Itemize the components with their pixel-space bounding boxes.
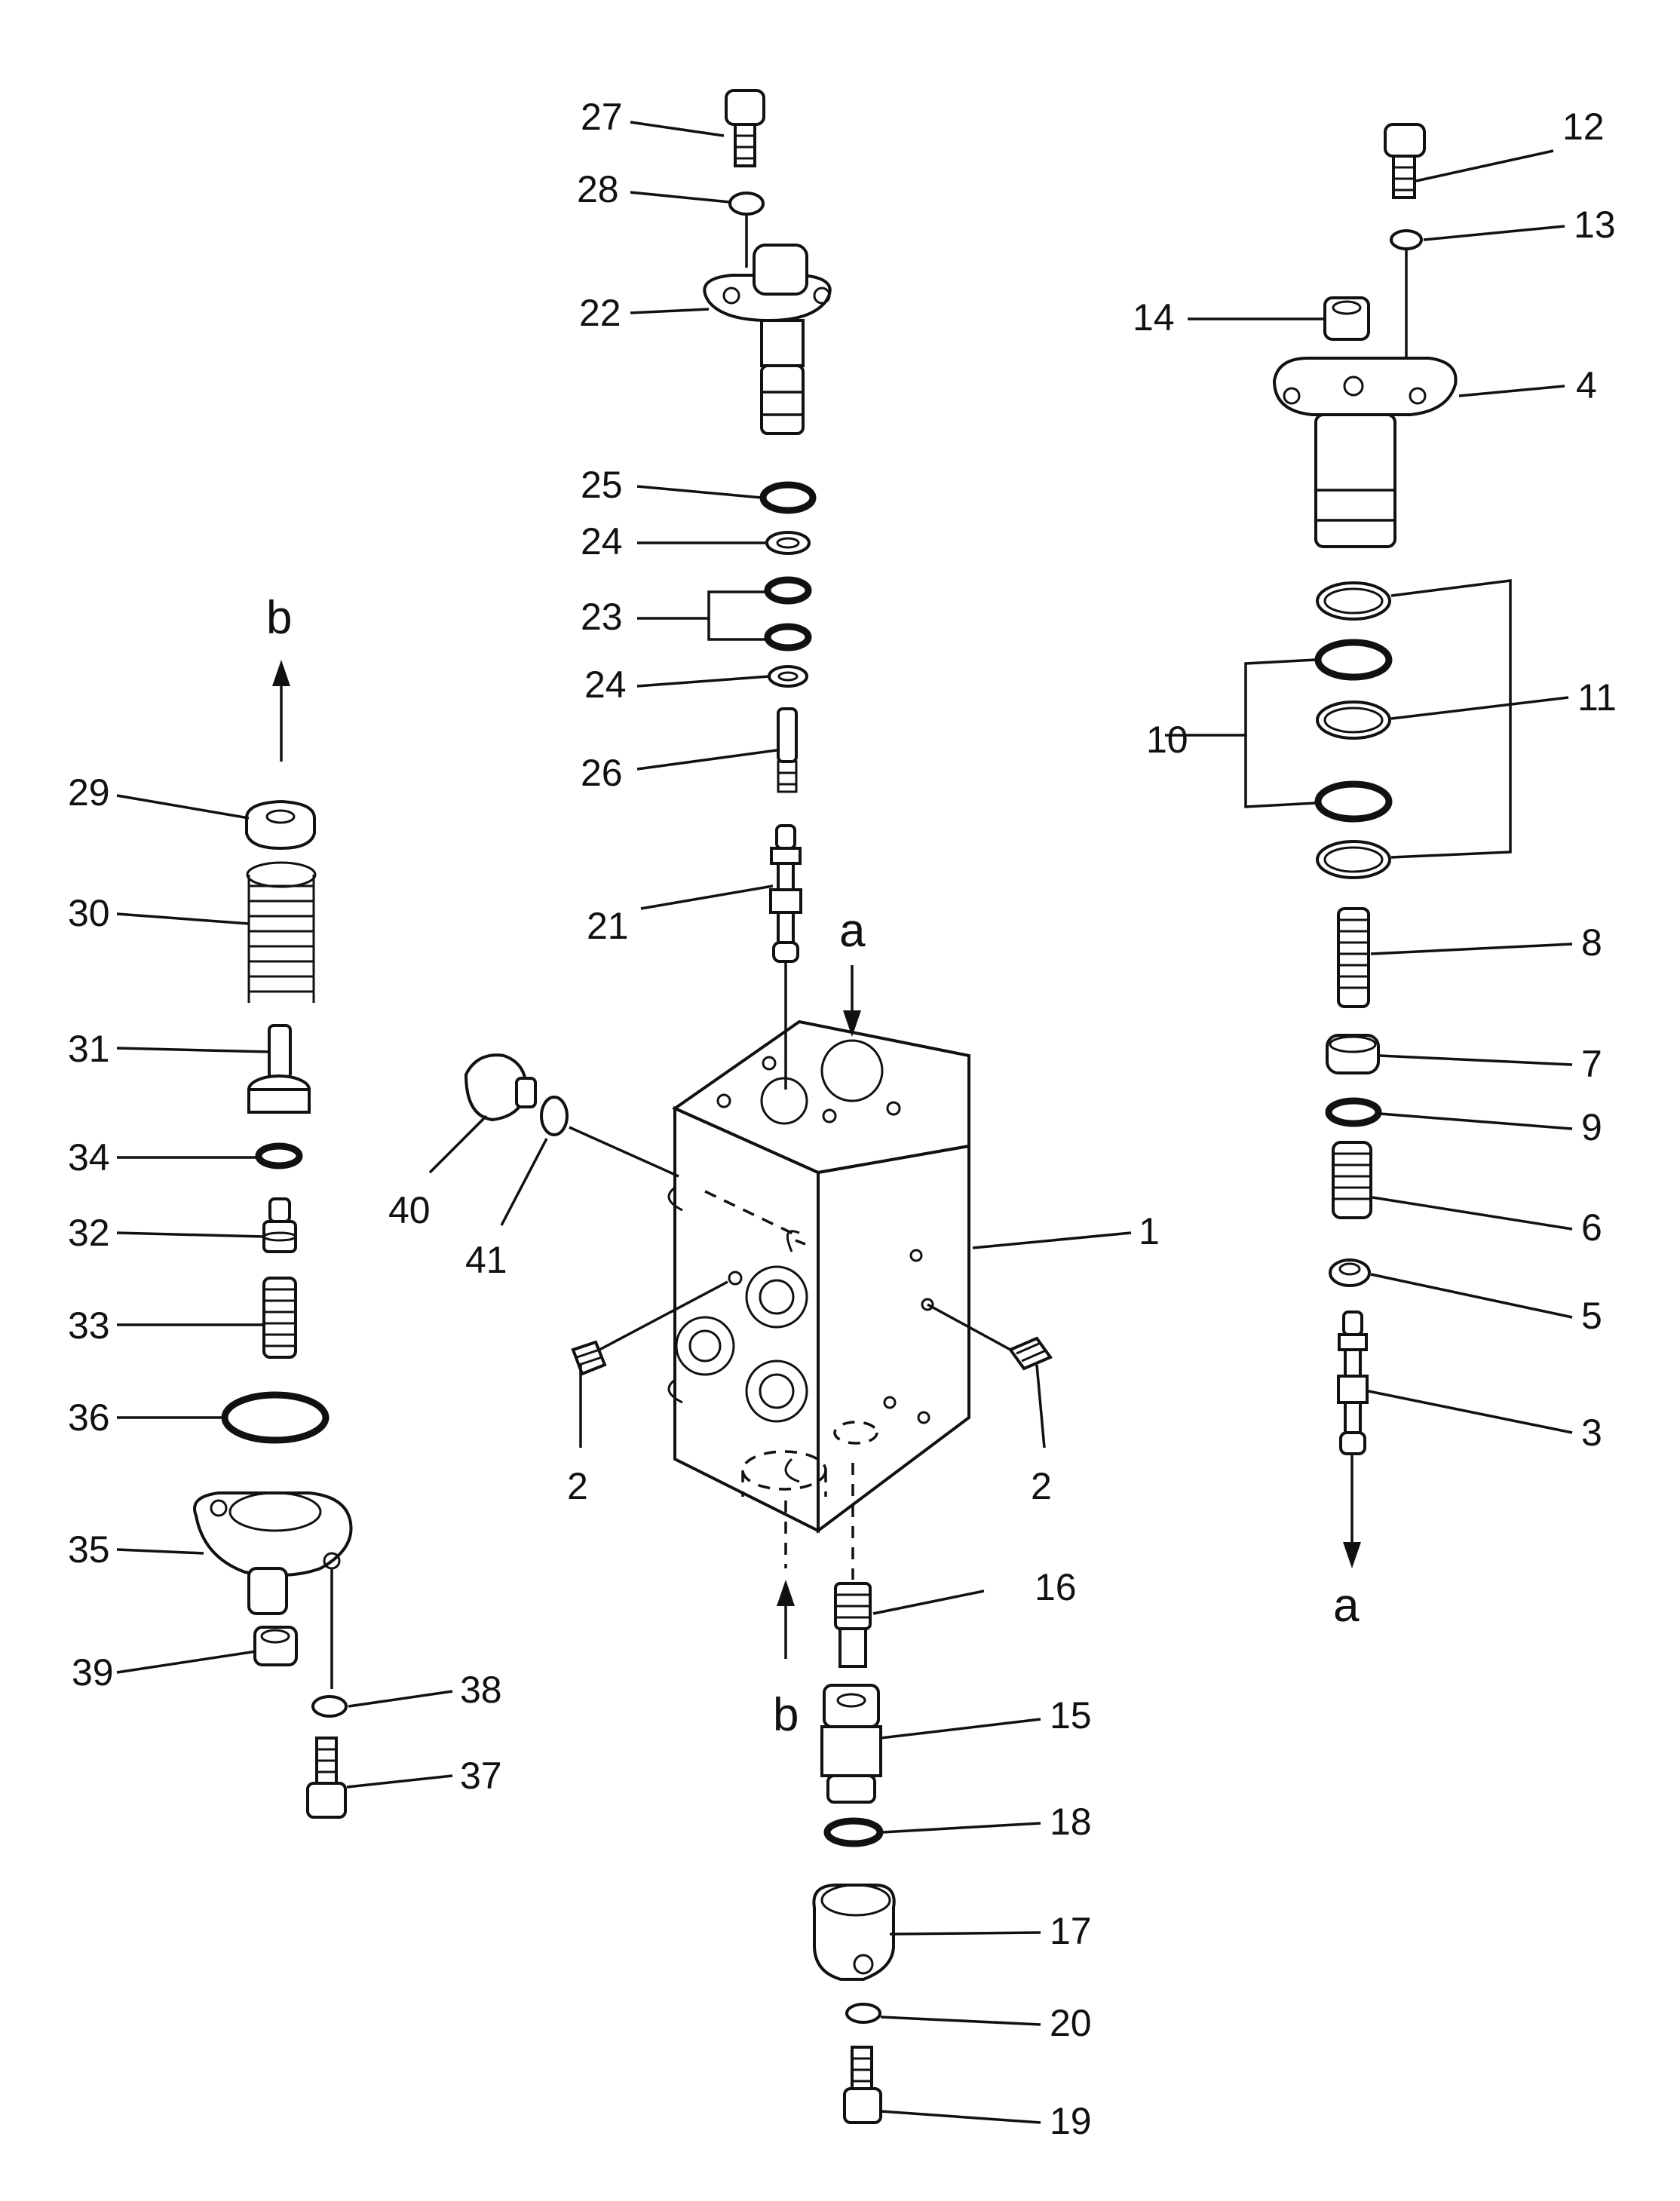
label-37: 37 <box>460 1755 502 1797</box>
bolt-27 <box>725 89 765 167</box>
leader-lines <box>116 121 1573 2124</box>
label-32: 32 <box>68 1212 110 1254</box>
o-ring-23a <box>764 576 812 605</box>
o-ring-41 <box>540 1096 569 1136</box>
bolt-12 <box>1384 123 1426 199</box>
plug-40 <box>464 1053 537 1122</box>
label-12: 12 <box>1562 106 1605 148</box>
label-26: 26 <box>581 752 623 794</box>
spring-8 <box>1337 907 1370 1008</box>
poppet-31 <box>247 1024 311 1114</box>
cover-17 <box>812 1884 896 1981</box>
label-11: 11 <box>1577 676 1617 719</box>
bolt-19 <box>843 2046 882 2124</box>
o-ring-10a <box>1314 639 1393 681</box>
label-10: 10 <box>1146 719 1188 761</box>
backup-ring-24a <box>765 531 811 555</box>
retainer-29 <box>245 799 316 851</box>
o-ring-10b <box>1314 780 1393 823</box>
label-4: 4 <box>1576 364 1597 406</box>
o-ring-34 <box>255 1142 303 1169</box>
nut-39 <box>253 1626 298 1666</box>
label-8: 8 <box>1581 921 1602 964</box>
o-ring-25 <box>759 481 817 514</box>
label-9: 9 <box>1581 1106 1602 1148</box>
label-14: 14 <box>1133 296 1175 339</box>
label-2b: 2 <box>1031 1465 1052 1507</box>
part-labels: 27 28 22 25 24 23 24 26 21 1 2 2 40 41 1… <box>68 96 1617 2142</box>
label-29: 29 <box>68 771 110 814</box>
pin-26 <box>777 707 798 793</box>
label-31: 31 <box>68 1028 110 1070</box>
label-39: 39 <box>72 1651 114 1694</box>
seat-7 <box>1326 1034 1380 1074</box>
cover-35 <box>193 1491 353 1615</box>
o-ring-23b <box>764 623 812 651</box>
label-18: 18 <box>1050 1801 1092 1843</box>
plug-15 <box>820 1684 882 1804</box>
label-30: 30 <box>68 892 110 934</box>
bolt-37 <box>306 1737 347 1819</box>
nut-14 <box>1323 296 1370 341</box>
flow-arrows <box>272 660 1361 1659</box>
label-24b: 24 <box>584 664 627 706</box>
label-5: 5 <box>1581 1295 1602 1337</box>
screw-2-right <box>1007 1336 1053 1371</box>
label-15: 15 <box>1050 1694 1092 1737</box>
cover-22 <box>703 244 832 435</box>
label-19: 19 <box>1050 2100 1092 2142</box>
spool-21 <box>769 824 802 963</box>
valve-body <box>667 1019 970 1534</box>
flow-marker-a-top: a <box>839 905 866 957</box>
label-1: 1 <box>1139 1210 1160 1252</box>
label-6: 6 <box>1581 1206 1602 1249</box>
backup-ring-24b <box>768 665 808 688</box>
spring-6 <box>1332 1141 1372 1219</box>
retainer-5 <box>1329 1258 1371 1287</box>
flow-marker-a-bottom: a <box>1333 1580 1360 1632</box>
label-7: 7 <box>1581 1043 1602 1085</box>
flow-marker-b-bottom: b <box>773 1689 799 1741</box>
plug-16 <box>834 1582 872 1668</box>
o-ring-18 <box>823 1817 884 1847</box>
lock-washer-28 <box>728 192 765 216</box>
label-35: 35 <box>68 1528 110 1571</box>
label-40: 40 <box>388 1189 431 1231</box>
label-21: 21 <box>587 905 629 947</box>
label-17: 17 <box>1050 1910 1092 1952</box>
o-ring-9 <box>1325 1097 1382 1127</box>
spring-33 <box>262 1277 297 1359</box>
label-41: 41 <box>465 1239 507 1281</box>
label-3: 3 <box>1581 1412 1602 1454</box>
cover-4 <box>1272 357 1458 548</box>
label-28: 28 <box>577 168 619 210</box>
label-22: 22 <box>579 292 621 334</box>
lock-washer-38 <box>311 1695 348 1718</box>
spool-3 <box>1337 1310 1369 1455</box>
label-38: 38 <box>460 1669 502 1711</box>
label-25: 25 <box>581 464 623 506</box>
label-23: 23 <box>581 596 623 638</box>
piston-32 <box>262 1197 297 1253</box>
label-13: 13 <box>1574 204 1616 246</box>
label-20: 20 <box>1050 2002 1092 2044</box>
lock-washer-13 <box>1390 229 1423 250</box>
label-27: 27 <box>581 96 623 138</box>
lock-washer-20 <box>845 2003 881 2024</box>
label-33: 33 <box>68 1304 110 1347</box>
label-34: 34 <box>68 1136 110 1179</box>
label-36: 36 <box>68 1396 110 1439</box>
spring-30 <box>246 861 317 1003</box>
o-ring-36 <box>221 1391 330 1444</box>
screw-2-left <box>571 1340 607 1376</box>
flow-marker-b-top: b <box>266 592 292 644</box>
label-24a: 24 <box>581 520 623 563</box>
label-16: 16 <box>1035 1566 1077 1608</box>
label-2a: 2 <box>567 1465 588 1507</box>
